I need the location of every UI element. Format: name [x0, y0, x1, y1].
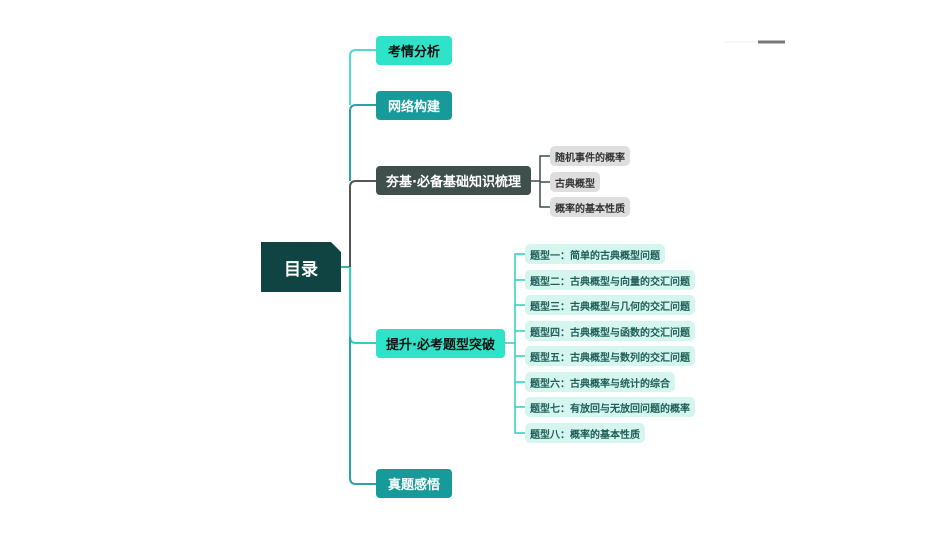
- branch-basics[interactable]: 夯基·必备基础知识梳理: [376, 166, 531, 195]
- basics-child[interactable]: 古典概型: [550, 172, 600, 192]
- question-type-item[interactable]: 题型二：古典概型与向量的交汇问题: [525, 270, 695, 290]
- branch-question-types[interactable]: 提升·必考题型突破: [376, 329, 505, 358]
- branch-real-exam[interactable]: 真题感悟: [376, 469, 452, 498]
- question-type-item[interactable]: 题型四：古典概型与函数的交汇问题: [525, 321, 695, 341]
- question-type-item[interactable]: 题型六：古典概率与统计的综合: [525, 372, 675, 392]
- question-type-item[interactable]: 题型七：有放回与无放回问题的概率: [525, 397, 695, 417]
- question-type-item[interactable]: 题型一：简单的古典概型问题: [525, 244, 665, 264]
- root-node[interactable]: 目录: [261, 242, 341, 292]
- basics-child[interactable]: 随机事件的概率: [550, 146, 630, 166]
- question-type-item[interactable]: 题型五：古典概型与数列的交汇问题: [525, 346, 695, 366]
- note-fold-icon: [331, 242, 341, 252]
- question-type-item[interactable]: 题型三：古典概型与几何的交汇问题: [525, 295, 695, 315]
- branch-kaoqing[interactable]: 考情分析: [376, 36, 452, 65]
- branch-network[interactable]: 网络构建: [376, 91, 452, 120]
- basics-child[interactable]: 概率的基本性质: [550, 197, 630, 217]
- question-type-item[interactable]: 题型八：概率的基本性质: [525, 423, 645, 443]
